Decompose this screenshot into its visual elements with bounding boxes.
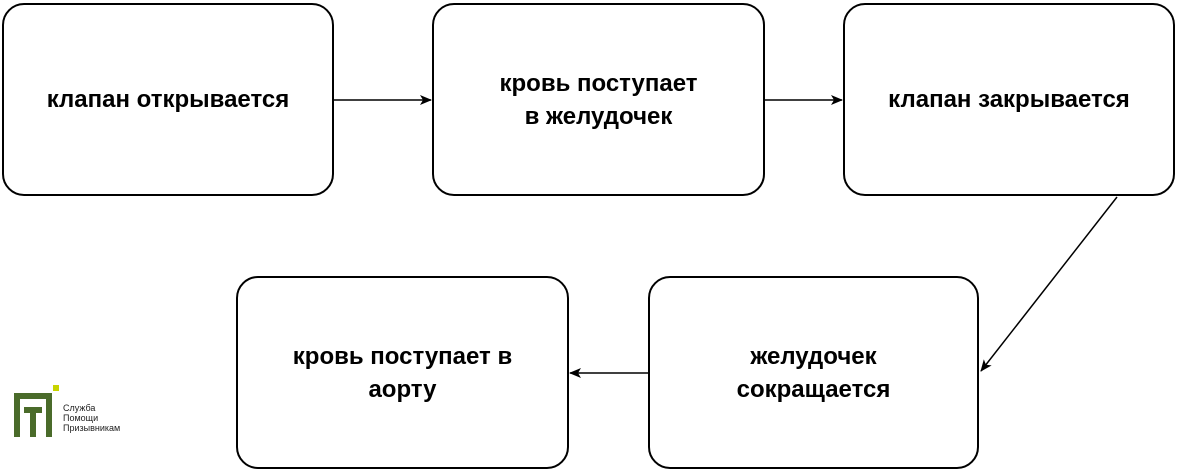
node-ventricle-contracts: желудочек сокращается — [648, 276, 979, 469]
node-label: клапан закрывается — [888, 86, 1130, 113]
edge-n3-n4 — [980, 196, 1118, 372]
node-label-line-2: сокращается — [736, 375, 891, 403]
logo-text-line-1: Служба — [63, 403, 96, 413]
node-label-line-2: в желудочек — [524, 102, 673, 130]
node-label: клапан открывается — [46, 86, 290, 113]
node-valve-opens: клапан открывается — [2, 3, 334, 196]
logo-text-line-2: Помощи — [63, 413, 99, 423]
logo-text: Служба Помощи Призывникам — [63, 403, 120, 433]
organization-logo: Служба Помощи Призывникам — [12, 385, 142, 441]
node-label-line-2: аорту — [368, 375, 437, 403]
node-blood-enters-ventricle: кровь поступает в желудочек — [432, 3, 765, 196]
logo-text-line-3: Призывникам — [63, 423, 121, 433]
node-label-line-1: желудочек — [750, 342, 877, 370]
node-label-line-1: кровь поступает — [499, 69, 698, 97]
logo-mark-icon — [14, 385, 59, 437]
node-label-line-1: кровь поступает в — [292, 342, 513, 370]
node-blood-enters-aorta: кровь поступает в аорту — [236, 276, 569, 469]
node-valve-closes: клапан закрывается — [843, 3, 1175, 196]
